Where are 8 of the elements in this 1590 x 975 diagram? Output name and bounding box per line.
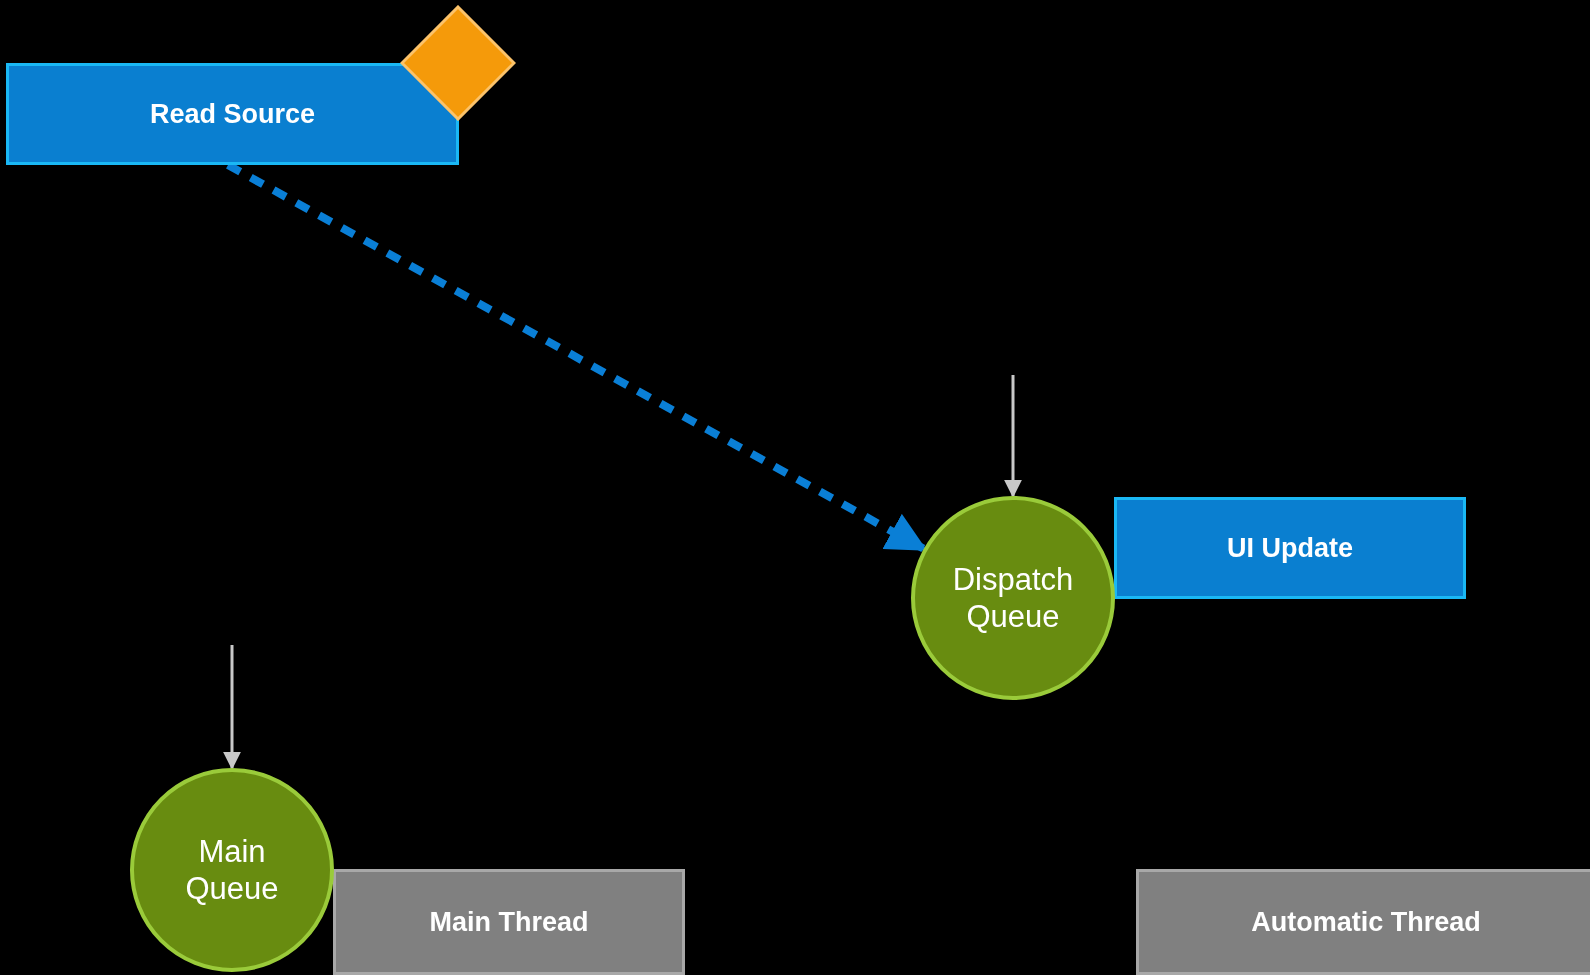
queue-circle: Dispatch Queue (911, 496, 1115, 700)
thread-box: Main Thread (333, 869, 685, 975)
arrow (1004, 375, 1022, 498)
process-box: Read Source (6, 63, 459, 165)
process-box: UI Update (1114, 497, 1466, 599)
thread-box: Automatic Thread (1136, 869, 1590, 975)
arrow (223, 645, 241, 770)
queue-circle: Main Queue (130, 768, 334, 972)
